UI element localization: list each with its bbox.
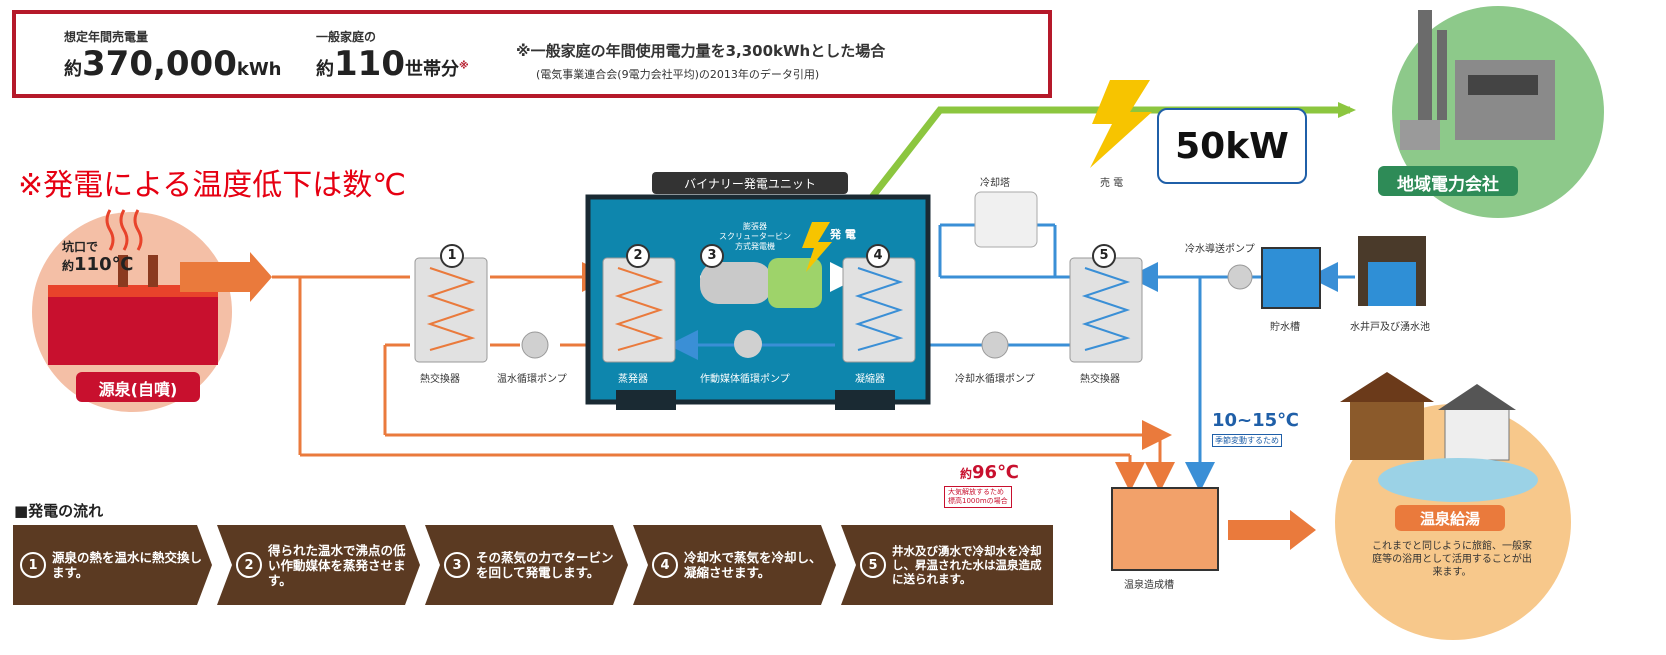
hot-water-pump-graphic (521, 331, 549, 359)
household-number: 110 (334, 44, 405, 84)
generation-label: 発 電 (830, 228, 856, 241)
hot-temp-value: 96℃ (972, 462, 1019, 483)
mixing-tank-graphic (1111, 487, 1219, 571)
annual-sale-label: 想定年間売電量 (64, 30, 149, 44)
storage-tank-label: 貯水槽 (1270, 322, 1300, 333)
condenser-graphic (842, 257, 916, 363)
cold-temp: 10~15℃ (1212, 410, 1299, 431)
mixing-tank-label: 温泉造成槽 (1124, 580, 1174, 591)
step-4-number: 4 (652, 552, 678, 578)
heat-exchanger-1-label: 熱交換器 (420, 374, 460, 385)
hot-temp-prefix: 約 (960, 467, 973, 481)
lightning-icon (1090, 80, 1152, 168)
hot-note: 大気解放するため 標高1000mの場合 (944, 486, 1012, 508)
heat-exchanger-5-label: 熱交換器 (1080, 374, 1120, 385)
annual-sale-value: 約370,000kWh (64, 44, 282, 84)
step-3-text: その蒸気の力でタービンを回して発電します。 (476, 550, 614, 580)
hot-spring-illustration (1335, 372, 1571, 640)
household-unit: 世帯分 (404, 59, 459, 80)
cooling-tower-label: 冷却塔 (980, 178, 1010, 189)
condenser-label: 凝縮器 (855, 374, 885, 385)
well-temp: 約110℃ (62, 254, 133, 275)
hot-note-1: 大気解放するため (948, 488, 1004, 496)
annual-prefix: 約 (64, 59, 82, 80)
household-label: 一般家庭の (316, 30, 377, 44)
badge-2: 2 (626, 244, 650, 268)
flow-step-2: 2 得られた温水で沸点の低い作動媒体を蒸発させます。 (236, 535, 408, 595)
cooling-pump-graphic (981, 331, 1009, 359)
step-3-number: 3 (444, 552, 470, 578)
cooling-tower-graphic (974, 191, 1038, 248)
step-5-text: 井水及び湧水で冷却水を冷却し、昇温された水は温泉造成に送られます。 (892, 544, 1042, 586)
heat-exchanger-5-graphic (1069, 257, 1143, 363)
step-2-number: 2 (236, 552, 262, 578)
flow-step-1: 1 源泉の熱を温水に熱交換します。 (20, 549, 204, 581)
temperature-note: ※発電による温度低下は数℃ (18, 168, 406, 203)
heat-exchanger-1-graphic (414, 257, 488, 363)
well-graphic (1358, 236, 1426, 306)
intake-pump-label: 冷水導送ポンプ (1185, 244, 1255, 255)
source-outflow-arrow (180, 252, 272, 302)
well-top-label: 坑口で (62, 240, 99, 254)
intake-pump-graphic (1227, 264, 1253, 290)
hot-note-2: 標高1000mの場合 (948, 497, 1008, 505)
well-temp-prefix: 約 (62, 259, 75, 273)
annual-unit: kWh (236, 59, 282, 80)
utility-label: 地域電力会社 (1397, 175, 1499, 195)
source-label: 源泉(自噴) (98, 380, 178, 399)
hot-spring-supply-label: 温泉給湯 (1419, 510, 1480, 528)
turbine-label: 膨張器 スクリュータービン 方式発電機 (719, 222, 791, 251)
badge-5: 5 (1092, 244, 1116, 268)
working-fluid-pump-label: 作動媒体循環ポンプ (700, 374, 790, 385)
evaporator-label: 蒸発器 (618, 374, 648, 385)
well-temp-value: 110℃ (74, 254, 134, 275)
step-1-number: 1 (20, 552, 46, 578)
hot-water-pipes (272, 262, 1175, 492)
household-prefix: 約 (316, 59, 334, 80)
household-mark: ※ (458, 60, 469, 72)
badge-4: 4 (866, 244, 890, 268)
cooling-water-pump-label: 冷却水循環ポンプ (955, 374, 1035, 385)
step-5-number: 5 (860, 552, 886, 578)
cold-note: 季節変動するため (1212, 434, 1282, 447)
well-spring-label: 水井戸及び湧水池 (1350, 322, 1430, 333)
badge-3: 3 (700, 244, 724, 268)
utility-illustration (1378, 6, 1604, 218)
hot-spring-desc: これまでと同じように旅館、一般家庭等の浴用として活用することが出来ます。 (1372, 541, 1532, 578)
hot-temp: 約96℃ (960, 462, 1019, 483)
flow-steps-shapes (13, 525, 1053, 605)
flow-step-5: 5 井水及び湧水で冷却水を冷却し、昇温された水は温泉造成に送られます。 (860, 530, 1048, 600)
storage-tank-graphic (1261, 247, 1321, 309)
household-value: 約110世帯分※ (316, 44, 469, 84)
power-output-box: 50kW (1157, 108, 1307, 184)
step-1-text: 源泉の熱を温水に熱交換します。 (52, 550, 203, 580)
summary-box: 想定年間売電量 約370,000kWh 一般家庭の 約110世帯分※ ※一般家庭… (12, 10, 1052, 98)
step-2-text: 得られた温水で沸点の低い作動媒体を蒸発させます。 (268, 542, 406, 588)
hot-water-pump-label: 温水循環ポンプ (497, 374, 567, 385)
annual-number: 370,000 (82, 44, 237, 84)
sale-label: 売 電 (1100, 178, 1124, 189)
flow-step-4: 4 冷却水で蒸気を冷却し、凝縮させます。 (652, 535, 824, 595)
summary-note: ※一般家庭の年間使用電力量を3,300kWhとした場合 (516, 42, 886, 60)
flow-step-3: 3 その蒸気の力でタービンを回して発電します。 (444, 535, 616, 595)
flow-title: ■発電の流れ (14, 502, 104, 520)
unit-title: バイナリー発電ユニット (684, 177, 816, 191)
badge-1: 1 (440, 244, 464, 268)
supply-arrow (1228, 510, 1316, 550)
step-4-text: 冷却水で蒸気を冷却し、凝縮させます。 (684, 550, 822, 580)
evaporator-graphic (602, 257, 676, 363)
summary-note-source: (電気事業連合会(9電力会社平均)の2013年のデータ引用) (536, 68, 820, 81)
